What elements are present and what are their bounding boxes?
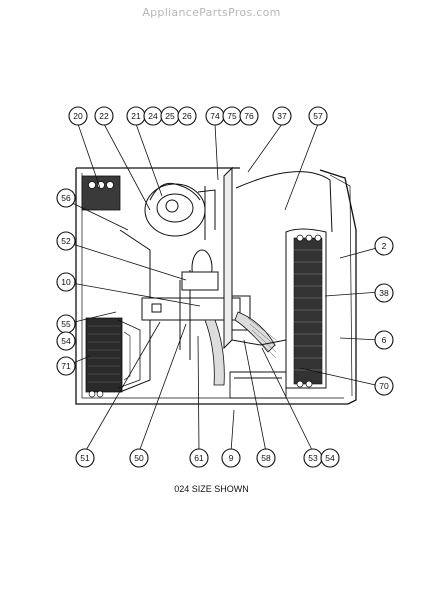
svg-text:51: 51 (80, 453, 90, 463)
callout-26: 26 (177, 106, 197, 126)
callout-56: 56 (56, 188, 76, 208)
svg-text:10: 10 (61, 277, 71, 287)
callout-22: 22 (94, 106, 114, 126)
svg-text:26: 26 (182, 111, 192, 121)
svg-text:75: 75 (227, 111, 237, 121)
svg-text:54: 54 (61, 336, 71, 346)
svg-text:37: 37 (277, 111, 287, 121)
callout-2: 2 (374, 236, 394, 256)
svg-text:50: 50 (134, 453, 144, 463)
diagram-caption: 024 SIZE SHOWN (174, 484, 249, 494)
svg-text:74: 74 (210, 111, 220, 121)
callout-53: 53 (303, 448, 323, 468)
svg-text:70: 70 (379, 381, 389, 391)
callout-9: 9 (221, 448, 241, 468)
leader-lines (65, 123, 385, 453)
callout-58: 58 (256, 448, 276, 468)
svg-text:52: 52 (61, 236, 71, 246)
svg-text:38: 38 (379, 288, 389, 298)
callout-74: 74 (205, 106, 225, 126)
condenser-coil (285, 228, 327, 389)
callout-75: 75 (222, 106, 242, 126)
callout-54-left: 54 (56, 331, 76, 351)
watermark-text: AppliancePartsPros.com (142, 6, 281, 19)
callout-6: 6 (374, 330, 394, 350)
left-top-coil-block (81, 175, 121, 211)
callout-54-bottom: 54 (320, 448, 340, 468)
svg-text:57: 57 (313, 111, 323, 121)
svg-text:21: 21 (131, 111, 141, 121)
svg-text:20: 20 (73, 111, 83, 121)
callout-51: 51 (75, 448, 95, 468)
svg-text:24: 24 (148, 111, 158, 121)
svg-text:54: 54 (325, 453, 335, 463)
svg-text:71: 71 (61, 361, 71, 371)
svg-text:55: 55 (61, 319, 71, 329)
svg-text:53: 53 (308, 453, 318, 463)
callout-70: 70 (374, 376, 394, 396)
fan-motor-bracket (141, 270, 251, 360)
svg-text:56: 56 (61, 193, 71, 203)
callout-55: 55 (56, 314, 76, 334)
callout-21: 21 (126, 106, 146, 126)
svg-text:76: 76 (244, 111, 254, 121)
callout-50: 50 (129, 448, 149, 468)
left-evaporator-coil (85, 317, 123, 398)
callout-20: 20 (68, 106, 88, 126)
svg-text:61: 61 (194, 453, 204, 463)
callout-61: 61 (189, 448, 209, 468)
svg-text:58: 58 (261, 453, 271, 463)
svg-text:9: 9 (229, 453, 234, 463)
callout-10: 10 (56, 272, 76, 292)
svg-text:22: 22 (99, 111, 109, 121)
callout-25: 25 (160, 106, 180, 126)
condenser-fan (204, 311, 277, 386)
callout-76: 76 (239, 106, 259, 126)
callout-52: 52 (56, 231, 76, 251)
callout-57: 57 (308, 106, 328, 126)
partition-panel (223, 166, 333, 350)
callout-37: 37 (272, 106, 292, 126)
callout-24: 24 (143, 106, 163, 126)
callout-38: 38 (374, 283, 394, 303)
svg-text:2: 2 (382, 241, 387, 251)
callout-71: 71 (56, 356, 76, 376)
svg-text:6: 6 (382, 335, 387, 345)
svg-text:25: 25 (165, 111, 175, 121)
drain-pan (229, 371, 287, 399)
